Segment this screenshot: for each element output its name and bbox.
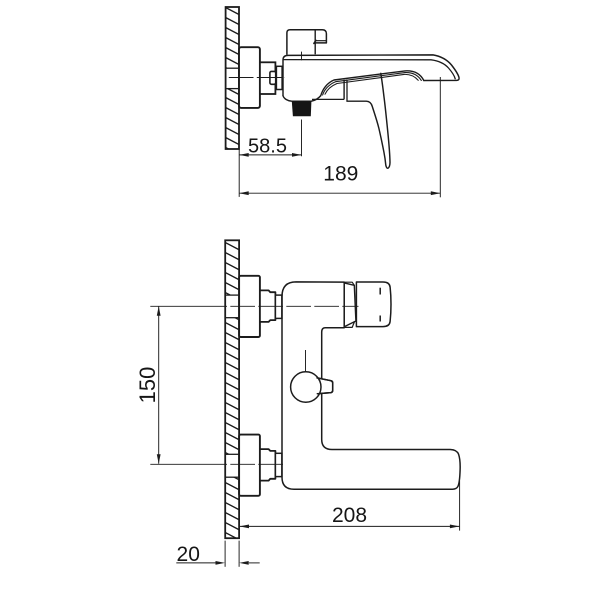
svg-text:58.5: 58.5 — [248, 135, 287, 157]
svg-text:150: 150 — [135, 367, 160, 404]
svg-text:208: 208 — [332, 504, 367, 527]
svg-text:20: 20 — [177, 543, 200, 566]
svg-text:189: 189 — [323, 163, 358, 186]
